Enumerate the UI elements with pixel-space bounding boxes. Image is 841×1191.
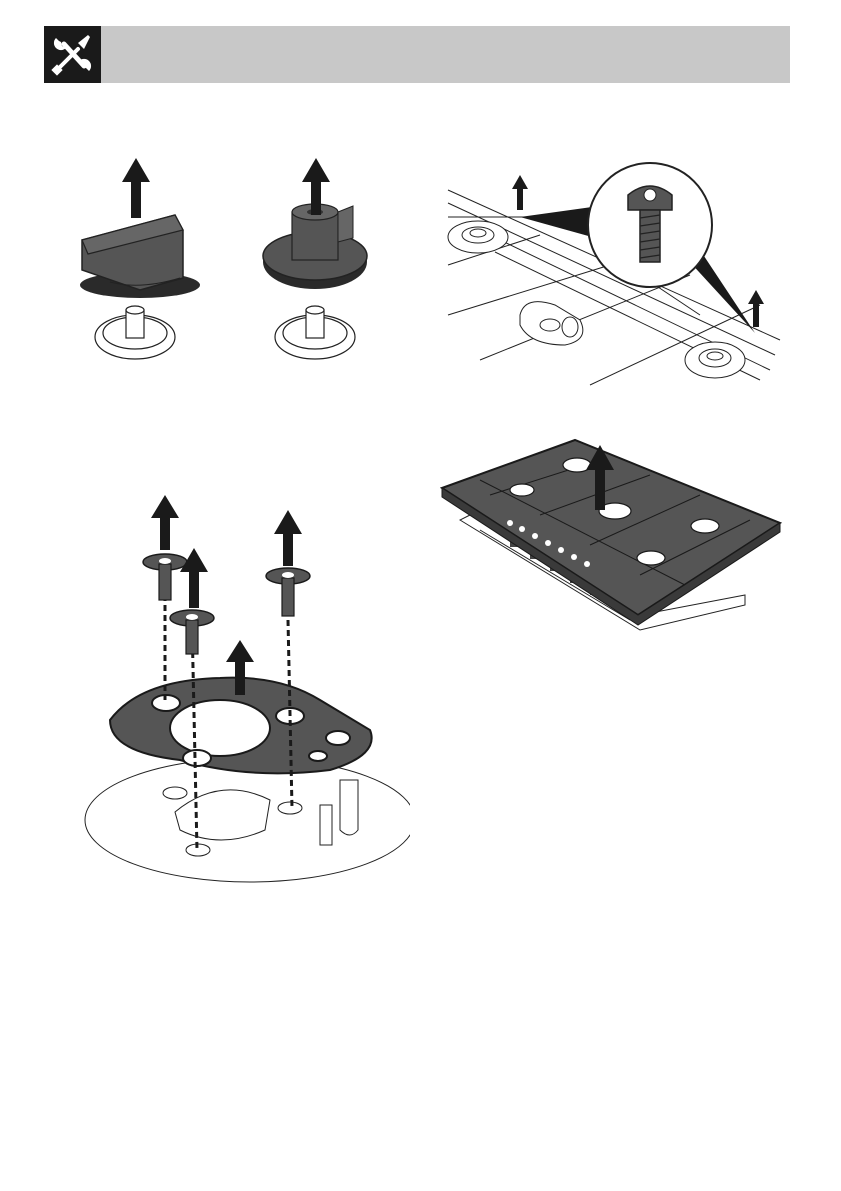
up-arrow-icon: [748, 290, 764, 327]
up-arrow-icon: [274, 510, 302, 566]
torx-screw-icon: [588, 163, 712, 287]
burner-left: [448, 221, 508, 253]
section-header: [44, 26, 790, 83]
up-arrow-icon: [180, 548, 208, 608]
up-arrow-icon: [122, 158, 150, 218]
knob-removal-figure: [60, 150, 390, 380]
knob-spindle-right: [275, 306, 355, 359]
zoom-wedge-left: [520, 207, 592, 237]
screw-icon: [143, 554, 187, 600]
burner-plate-screw-removal-figure: [80, 490, 410, 890]
tools-icon: [44, 26, 101, 83]
up-arrow-icon: [151, 495, 179, 550]
screw-icon: [266, 568, 310, 616]
screw-icon: [170, 610, 214, 654]
burner-right: [685, 342, 745, 378]
knob-spindle-left: [95, 306, 175, 359]
hob-screw-removal-figure: [440, 155, 800, 395]
hob-top-lift-figure: [440, 435, 790, 645]
burner-middle: [520, 302, 583, 345]
knob-left: [80, 215, 200, 298]
up-arrow-icon: [512, 175, 528, 210]
knob-right: [263, 204, 367, 289]
